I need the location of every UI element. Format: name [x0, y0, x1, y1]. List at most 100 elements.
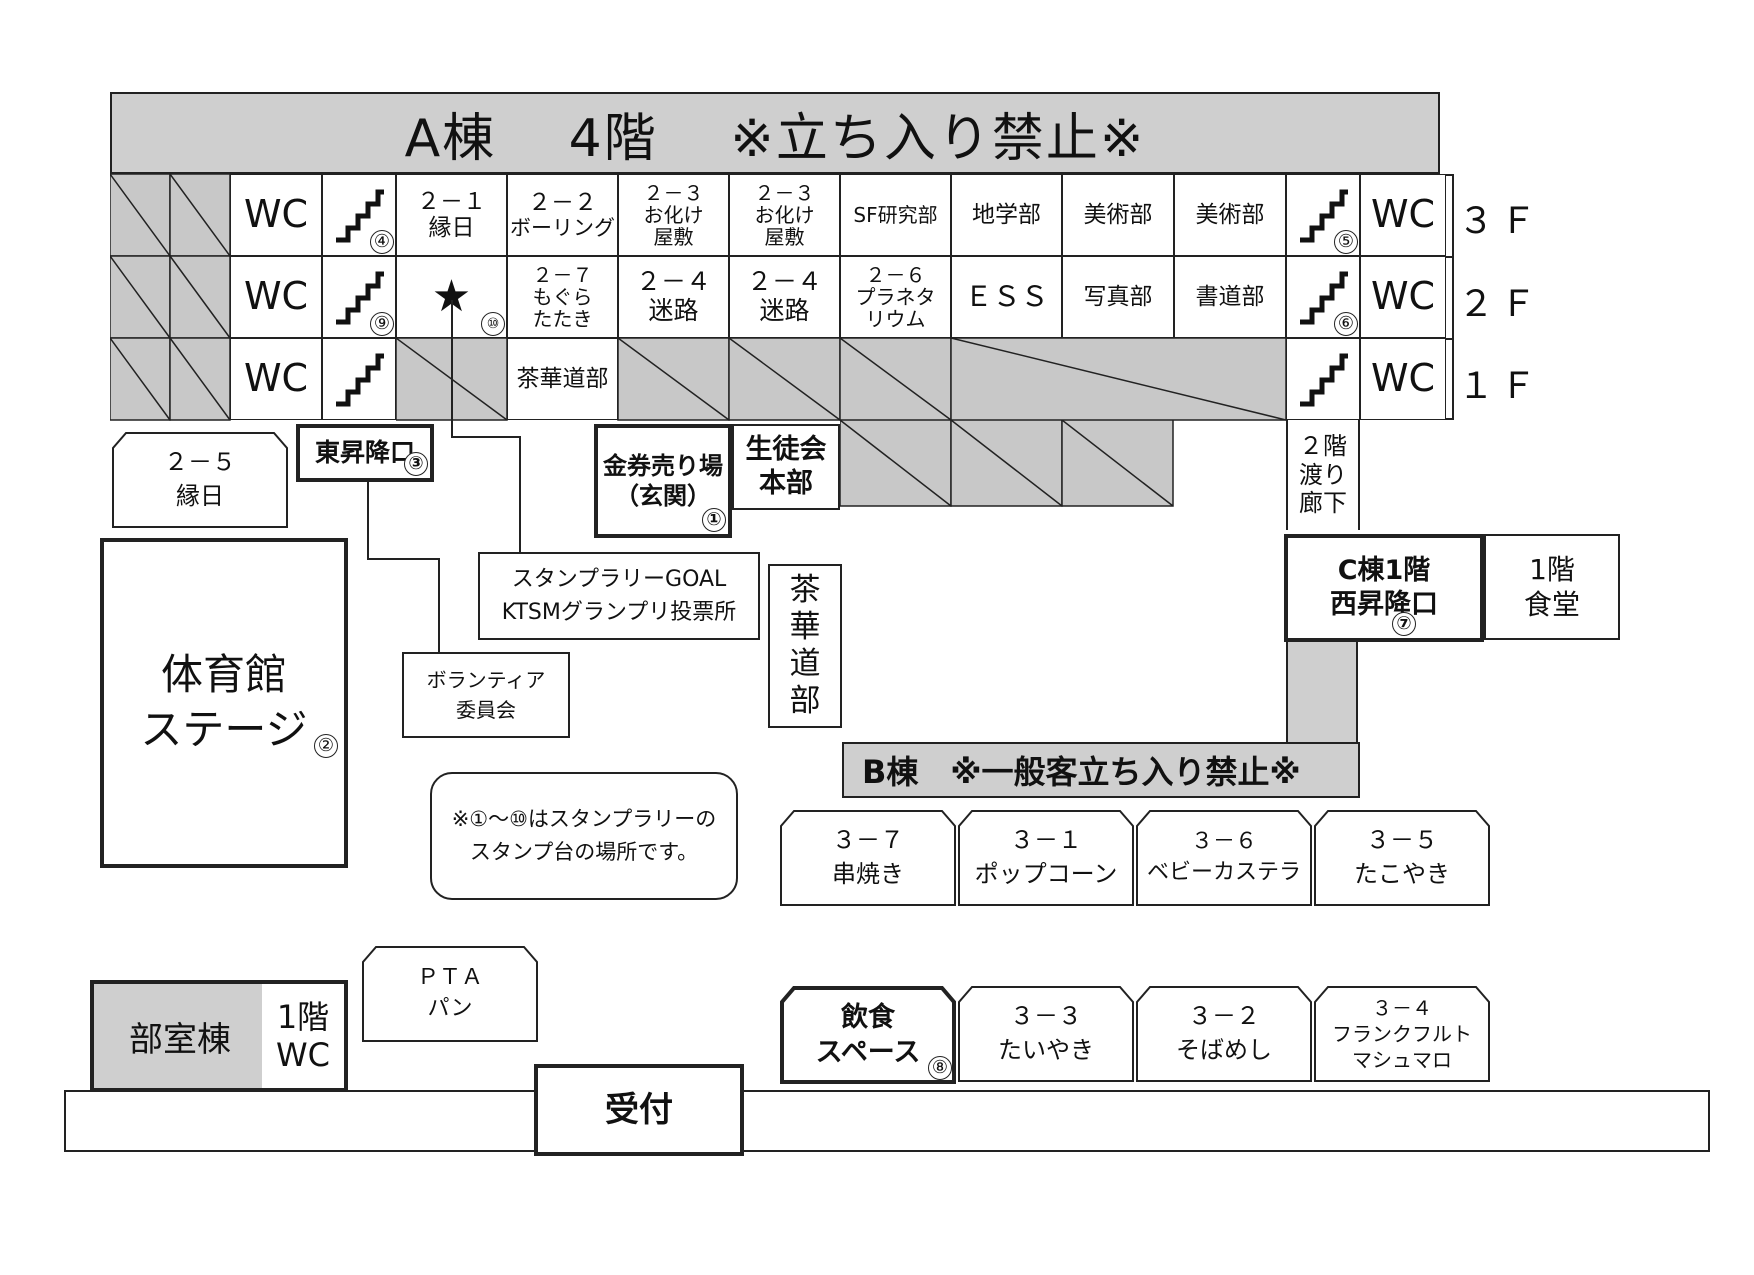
- space-label: 飲食: [841, 1001, 895, 1033]
- stamp-7: ⑦: [1392, 612, 1416, 636]
- room-label: たたき: [532, 307, 593, 331]
- stairs-icon: [1300, 353, 1348, 407]
- room-photo-club[interactable]: 写真部: [1062, 256, 1174, 338]
- room-number: ２－３: [754, 181, 815, 205]
- booth-char: 部: [789, 683, 821, 720]
- stairs-icon: [1300, 271, 1348, 325]
- east-leader-h: [367, 558, 439, 560]
- stall-number: ３－７: [832, 826, 904, 855]
- ticket-booth[interactable]: 金券売り場 （玄関） ①: [594, 424, 732, 538]
- hatched-columns: [110, 174, 231, 421]
- stamp-4: ④: [370, 230, 394, 254]
- entrance-label: 東昇降口: [314, 438, 415, 468]
- cafeteria-label: 1階: [1529, 553, 1575, 586]
- star-leader-v: [451, 300, 453, 438]
- room-ess[interactable]: ＥＳＳ: [951, 256, 1062, 338]
- stall-outline: [1136, 810, 1312, 906]
- star-leader-h: [451, 436, 521, 438]
- room-label: 美術部: [1195, 201, 1265, 228]
- stamp-rally-goal[interactable]: スタンプラリーGOAL KTSMグランプリ投票所: [478, 552, 760, 640]
- wc-west-3f[interactable]: WC: [230, 174, 322, 256]
- stamp-10: ⑩: [481, 312, 505, 336]
- room-label: 写真部: [1083, 283, 1153, 310]
- room-sf-club[interactable]: SF研究部: [840, 174, 951, 256]
- wc-east-2f[interactable]: WC: [1360, 256, 1446, 338]
- note-line: スタンプ台の場所です。: [469, 840, 699, 864]
- stamp-note: ※①～⑩はスタンプラリーの スタンプ台の場所です。: [430, 772, 738, 900]
- gym-stage[interactable]: 体育館 ステージ ②: [100, 538, 348, 868]
- wc-east-3f[interactable]: WC: [1360, 174, 1446, 256]
- room-tea-flower-club[interactable]: 茶華道部: [507, 338, 618, 420]
- floor-label-1f: １Ｆ: [1458, 366, 1543, 407]
- stamp-9: ⑨: [370, 312, 394, 336]
- floor-tick: [1446, 256, 1454, 258]
- stall-outline: [958, 810, 1134, 906]
- space-label: スペース: [815, 1037, 921, 1068]
- wc-east-1f[interactable]: WC: [1360, 338, 1446, 420]
- stall-label: パン: [427, 996, 473, 1021]
- room-art-club-2[interactable]: 美術部: [1174, 174, 1286, 256]
- entrance-label: 西昇降口: [1330, 589, 1438, 620]
- club-building[interactable]: 部室棟: [90, 980, 266, 1092]
- stairs-west-3f[interactable]: ④: [322, 174, 396, 256]
- stall-3-7[interactable]: ３－７ 串焼き: [780, 810, 956, 906]
- stairs-west-2f[interactable]: ⑨: [322, 256, 396, 338]
- east-entrance[interactable]: 東昇降口 ③: [296, 424, 434, 482]
- stamp-2: ②: [314, 734, 338, 758]
- stairs-west-1f[interactable]: [322, 338, 396, 420]
- room-calligraphy-club[interactable]: 書道部: [1174, 256, 1286, 338]
- room-number: ２－３: [643, 181, 704, 205]
- note-line: ※①～⑩はスタンプラリーの: [451, 807, 717, 832]
- stall-label: そばめし: [1176, 1036, 1272, 1064]
- cafeteria[interactable]: 1階 食堂: [1484, 534, 1620, 640]
- club-building-wc[interactable]: 1階 WC: [262, 980, 348, 1092]
- stairs-east-2f[interactable]: ⑥: [1286, 256, 1360, 338]
- booth-char: 華: [789, 608, 821, 645]
- student-council-hq[interactable]: 生徒会 本部: [732, 424, 840, 510]
- club-building-label: 部室棟: [129, 1019, 231, 1060]
- reception-label: 受付: [605, 1089, 673, 1130]
- a-building-header: A棟 4階 ※立ち入り禁止※: [110, 92, 1440, 174]
- room-label: 迷路: [759, 296, 810, 325]
- cafeteria-label: 食堂: [1523, 588, 1580, 621]
- eating-space[interactable]: 飲食スペース ⑧: [780, 986, 956, 1084]
- volunteer-committee[interactable]: ボランティア 委員会: [402, 652, 570, 738]
- c-building-west-entrance[interactable]: C棟1階 西昇降口 ⑦: [1284, 534, 1484, 642]
- wc-west-2f[interactable]: WC: [230, 256, 322, 338]
- goal-label: スタンプラリーGOAL: [511, 567, 727, 592]
- floor-bracket: [1446, 174, 1454, 420]
- entrance-walkway: [64, 1090, 1710, 1152]
- wc-west-1f[interactable]: WC: [230, 338, 322, 420]
- room-geology-club[interactable]: 地学部: [951, 174, 1062, 256]
- hatched-lower: [840, 420, 1174, 507]
- room-star-goal[interactable]: ★ ⑩: [396, 256, 507, 338]
- stairs-east-3f[interactable]: ⑤: [1286, 174, 1360, 256]
- room-number: ２－４: [746, 267, 822, 297]
- tea-flower-club-booth[interactable]: 茶 華 道 部: [768, 564, 842, 728]
- corridor-label: ２階: [1299, 431, 1347, 460]
- room-number: ２－１: [417, 188, 486, 215]
- stall-label: 串焼き: [832, 860, 904, 888]
- reception[interactable]: 受付: [534, 1064, 744, 1156]
- room-label: お化け: [754, 203, 815, 227]
- room-art-club-1[interactable]: 美術部: [1062, 174, 1174, 256]
- stairs-icon: [1300, 189, 1348, 243]
- corridor-2f[interactable]: ２階 渡り 廊下: [1286, 420, 1360, 530]
- stairs-east-1f[interactable]: [1286, 338, 1360, 420]
